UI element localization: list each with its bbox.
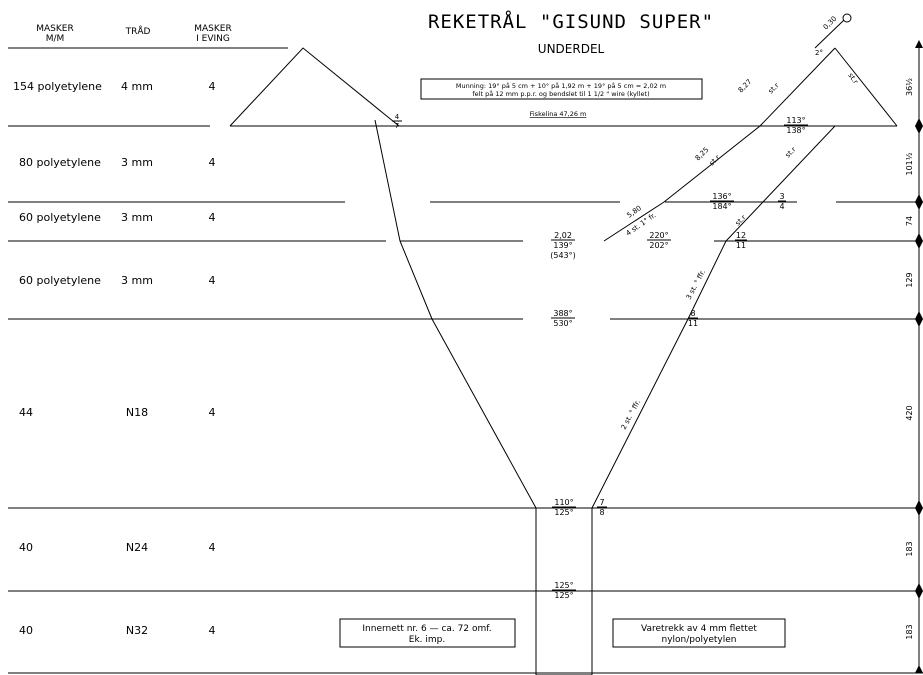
dim-1: 36½ (905, 78, 914, 96)
st3fr-label: 3 st. ° ffr. (685, 268, 707, 300)
section-lines (8, 47, 923, 674)
mesh-counts: 113° 138° 136° 184° 3 4 2,02 139° (543°)… (550, 116, 808, 600)
header-masker-eving-1: MASKER (194, 24, 231, 34)
row-6-mm: 40 (19, 541, 33, 554)
svg-text:8: 8 (599, 508, 604, 517)
svg-text:184°: 184° (712, 202, 731, 211)
svg-text:2,02: 2,02 (554, 231, 572, 240)
row-2-mm: 80 polyetylene (19, 156, 101, 169)
varetrekk-box (612, 618, 786, 648)
dim-5: 420 (905, 405, 914, 420)
svg-text:7: 7 (395, 122, 399, 130)
dim-2: 101½ (905, 152, 914, 175)
dim-7: 183 (905, 624, 914, 639)
dim-3: 74 (905, 216, 914, 226)
fiskeline-label: Fiskelina 47,26 m (530, 110, 587, 118)
header-masker-mm-2: M/M (46, 34, 65, 44)
header-traad: TRÅD (125, 25, 151, 37)
innernett-line-2: Ek. imp. (409, 635, 445, 645)
row-4-eving: 4 (209, 274, 216, 287)
svg-text:113°: 113° (786, 116, 805, 125)
row-3-eving: 4 (209, 211, 216, 224)
row-5-traad: N18 (126, 406, 148, 419)
top-2-label: 2° (815, 49, 823, 57)
row-7-traad: N32 (126, 624, 148, 637)
str-1: st.r (767, 82, 781, 96)
wing-labels: 0,30 2° 8,27 st.r st.r 8,25 st.r st.r 5,… (620, 15, 860, 431)
row-6-traad: N24 (126, 541, 148, 554)
rows: 154 polyetylene 4 mm 4 80 polyetylene 3 … (13, 80, 216, 637)
str-2: st.r (846, 72, 859, 86)
dim-6: 183 (905, 541, 914, 556)
svg-text:7: 7 (599, 498, 604, 507)
munning-note-box (420, 78, 703, 100)
w827-label: 8,27 (737, 78, 754, 95)
wire-label: 0,30 (822, 15, 839, 32)
header-masker-eving-2: I EVING (196, 34, 230, 44)
varetrekk-line-1: Varetrekk av 4 mm flettet (641, 624, 757, 634)
varetrekk-line-2: nylon/polyetylen (662, 635, 737, 645)
svg-text:4: 4 (779, 202, 784, 211)
svg-text:138°: 138° (786, 126, 805, 135)
svg-text:136°: 136° (712, 192, 731, 201)
svg-text:3: 3 (779, 192, 784, 201)
svg-text:11: 11 (736, 241, 746, 250)
svg-text:12: 12 (736, 231, 746, 240)
svg-text:110°: 110° (554, 498, 573, 507)
page-title: REKETRÅL "GISUND SUPER" (428, 10, 714, 33)
dim-4: 129 (905, 272, 914, 287)
row-6-eving: 4 (209, 541, 216, 554)
svg-text:139°: 139° (553, 241, 572, 250)
svg-text:(543°): (543°) (550, 251, 576, 260)
svg-text:4: 4 (395, 113, 400, 121)
st2fr-label: 2 st. ° ffr. (620, 398, 642, 430)
row-4-traad: 3 mm (121, 274, 153, 287)
row-1-mm: 154 polyetylene (13, 80, 102, 93)
row-5-eving: 4 (209, 406, 216, 419)
svg-text:11: 11 (688, 319, 698, 328)
row-7-eving: 4 (209, 624, 216, 637)
w825-label: 8,25 (694, 146, 711, 163)
row-4-mm: 60 polyetylene (19, 274, 101, 287)
header-masker-mm-1: MASKER (36, 24, 73, 34)
row-2-traad: 3 mm (121, 156, 153, 169)
str-4: st.r (784, 146, 798, 160)
row-3-traad: 3 mm (121, 211, 153, 224)
svg-text:8: 8 (690, 309, 695, 318)
innernett-box (339, 618, 516, 648)
svg-text:388°: 388° (553, 309, 572, 318)
row-1-eving: 4 (209, 80, 216, 93)
row-3-mm: 60 polyetylene (19, 211, 101, 224)
row-7-mm: 40 (19, 624, 33, 637)
row-2-eving: 4 (209, 156, 216, 169)
dimension-labels: 36½ 101½ 74 129 420 183 183 (905, 78, 914, 640)
fraction-4-7: 4 7 (392, 113, 402, 130)
net-outline (229, 13, 898, 675)
row-5-mm: 44 (19, 406, 33, 419)
svg-text:125°: 125° (554, 508, 573, 517)
svg-text:125°: 125° (554, 581, 573, 590)
svg-text:220°: 220° (649, 231, 668, 240)
munning-line-1: Munning: 19° på 5 cm + 10° på 1,92 m + 1… (456, 81, 666, 90)
svg-text:530°: 530° (553, 319, 572, 328)
page-subtitle: UNDERDEL (538, 42, 605, 56)
svg-text:125°: 125° (554, 591, 573, 600)
munning-line-2: felt på 12 mm p.p.r. og bendslet til 1 1… (472, 89, 649, 98)
dimension-line (915, 40, 923, 673)
row-1-traad: 4 mm (121, 80, 153, 93)
str-5: st.r (734, 214, 748, 228)
svg-text:202°: 202° (649, 241, 668, 250)
innernett-line-1: Innernett nr. 6 — ca. 72 omf. (362, 624, 491, 634)
